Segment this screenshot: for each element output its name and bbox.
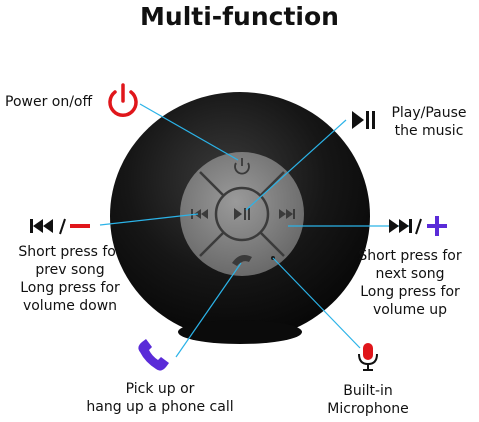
play-pause-icon (352, 111, 375, 129)
power-icon (108, 83, 138, 117)
phone-icon (138, 339, 169, 371)
prev-label: Short press for prev song Long press for… (4, 243, 136, 315)
previous-track-icon (30, 218, 66, 235)
phone-leader-line (175, 262, 242, 358)
play-leader-line (245, 119, 347, 211)
next-label-line3: Long press for (360, 284, 460, 300)
phone-call-label: Pick up or hang up a phone call (70, 380, 250, 416)
minus-icon (70, 224, 90, 228)
next-label-line1: Short press for (358, 248, 462, 264)
power-leader-line (139, 103, 239, 161)
phone-call-label-line2: hang up a phone call (86, 399, 234, 415)
next-label-line2: next song (375, 266, 445, 282)
phone-call-label-line1: Pick up or (125, 381, 195, 397)
prev-label-line1: Short press for (18, 244, 122, 260)
device-next-button[interactable] (279, 209, 295, 219)
page-title: Multi-function (140, 2, 339, 31)
prev-label-line3: Long press for (20, 280, 120, 296)
microphone-icon (358, 343, 378, 371)
power-label: Power on/off (5, 94, 93, 110)
play-pause-label-line1: Play/Pause (391, 105, 467, 121)
prev-leader-line (99, 213, 199, 226)
prev-label-line4: volume down (22, 298, 118, 314)
device-power-button[interactable] (234, 158, 250, 175)
device-play-pause-button[interactable] (234, 208, 250, 220)
microphone-label-line2: Microphone (327, 401, 409, 417)
play-pause-label-line2: the music (394, 123, 464, 139)
mic-leader-line (272, 257, 361, 349)
next-track-icon (389, 218, 422, 235)
microphone-label-line1: Built-in (343, 383, 393, 399)
speaker-base (178, 320, 302, 344)
device-phone-button[interactable] (232, 255, 252, 266)
plus-icon (427, 216, 447, 236)
prev-label-line2: prev song (35, 262, 105, 278)
next-label: Short press for next song Long press for… (344, 247, 476, 319)
next-label-line4: volume up (372, 302, 448, 318)
play-pause-label: Play/Pause the music (383, 104, 475, 140)
microphone-label: Built-in Microphone (318, 382, 418, 418)
